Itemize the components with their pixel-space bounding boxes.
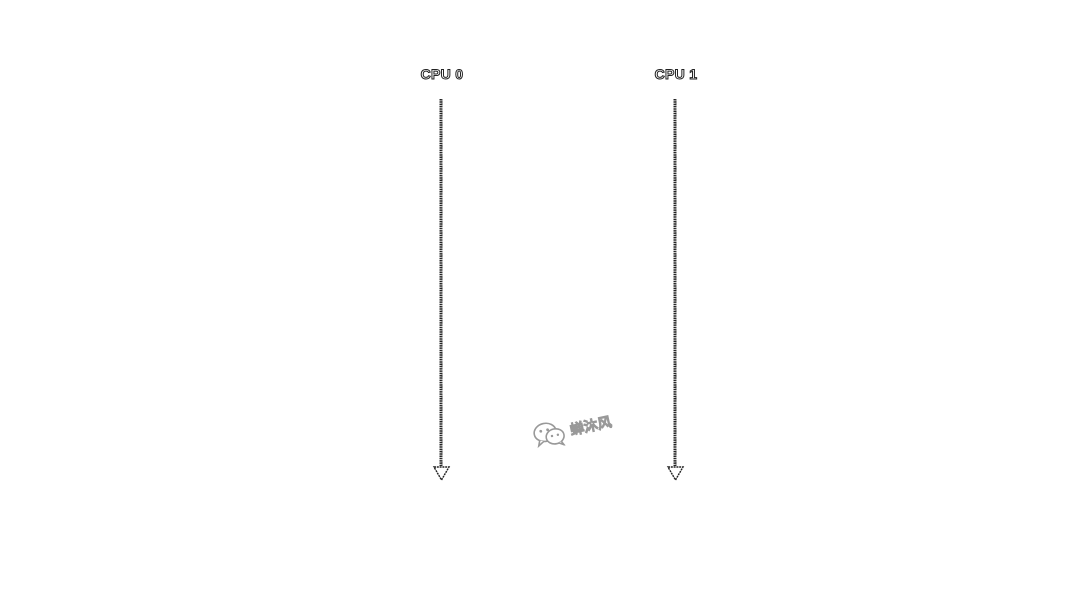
cpu0-arrowhead xyxy=(432,466,451,482)
cpu1-label: CPU 1 xyxy=(654,66,698,83)
cpu0-label: CPU 0 xyxy=(420,66,464,83)
watermark: 蝉沐风 xyxy=(530,408,614,452)
cpu1-timeline-arrow xyxy=(666,99,685,482)
wechat-icon xyxy=(533,422,567,449)
cpu0-timeline-arrow xyxy=(432,99,451,482)
watermark-text: 蝉沐风 xyxy=(568,414,614,439)
cpu1-arrowhead xyxy=(666,466,685,482)
